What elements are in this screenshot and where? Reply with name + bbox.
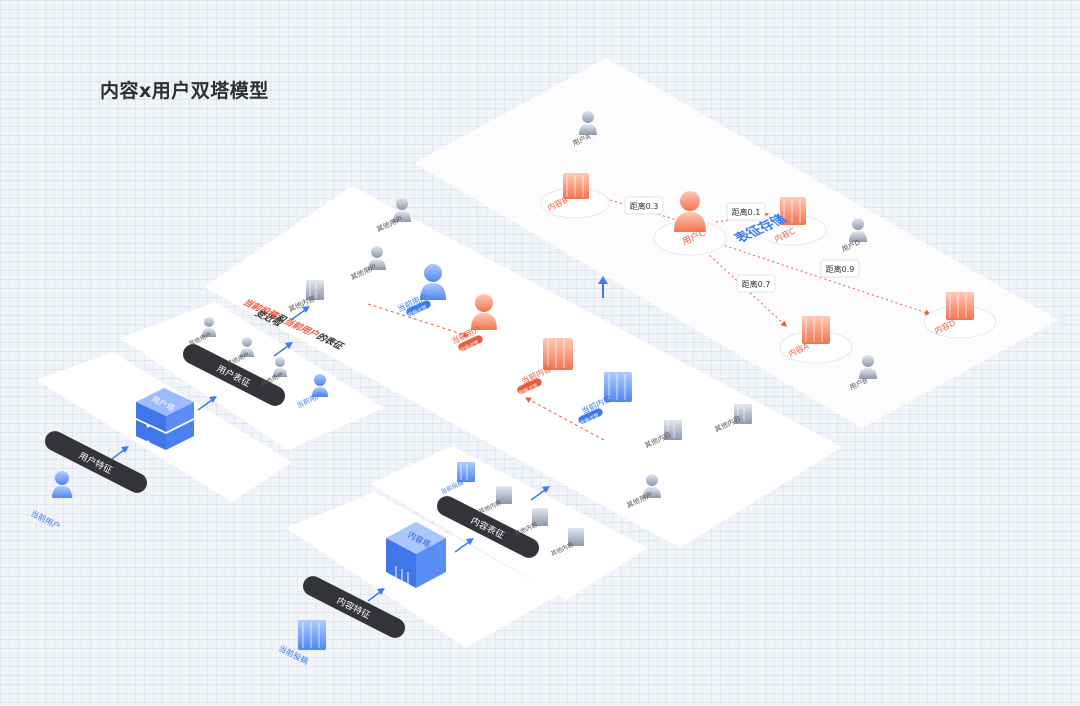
- content-tower: 内容塔: [386, 522, 446, 588]
- user-tower: 用户塔: [136, 388, 194, 450]
- user-c-node: 用户C: [653, 191, 727, 256]
- middle-platform: [204, 186, 842, 548]
- arrow-to-user-repr: [197, 396, 217, 411]
- distance-tag-d: 距离0.9: [820, 259, 860, 278]
- distance-tag-c: 距离0.1: [726, 202, 766, 221]
- arrow-to-content-repr: [454, 538, 474, 553]
- page-title: 内容x用户双塔模型: [100, 80, 269, 102]
- user-tower-current-user: 当前用户: [29, 471, 72, 531]
- content-a-node: 内容A: [779, 316, 853, 364]
- arrow-to-user-tower: [111, 446, 129, 460]
- content-repr-platform: [370, 446, 648, 600]
- content-b-node: 内容B: [540, 173, 610, 219]
- arrow-to-middle-right: [530, 486, 550, 501]
- arrow-to-middle-left: [290, 306, 310, 321]
- current-content-node: 当前内容 投稿点赞: [578, 372, 632, 427]
- arrow-to-content-tower: [367, 588, 385, 602]
- svg-text:距离0.7: 距离0.7: [742, 279, 771, 289]
- svg-text:距离0.3: 距离0.3: [630, 201, 659, 211]
- distance-line-d: [719, 243, 932, 316]
- distance-line-a: [705, 251, 787, 327]
- content-c-node: 内容C: [757, 197, 827, 246]
- distance-tag-a: 距离0.7: [736, 274, 776, 293]
- svg-text:距离0.9: 距离0.9: [826, 264, 855, 274]
- arrow-to-storage-left: [273, 342, 293, 357]
- svg-text:距离0.1: 距离0.1: [732, 207, 761, 217]
- svg-text:当前用户: 当前用户: [29, 508, 62, 531]
- current-user-node: 当前用户 投稿点赞: [396, 264, 446, 319]
- content-shift-arrow: [524, 397, 605, 441]
- content-tower-current-post: 当前投稿: [277, 620, 326, 666]
- content-d-node: 内容D: [923, 292, 997, 339]
- distance-tag-b: 距离0.3: [624, 196, 664, 215]
- storage-platform: [414, 58, 1058, 428]
